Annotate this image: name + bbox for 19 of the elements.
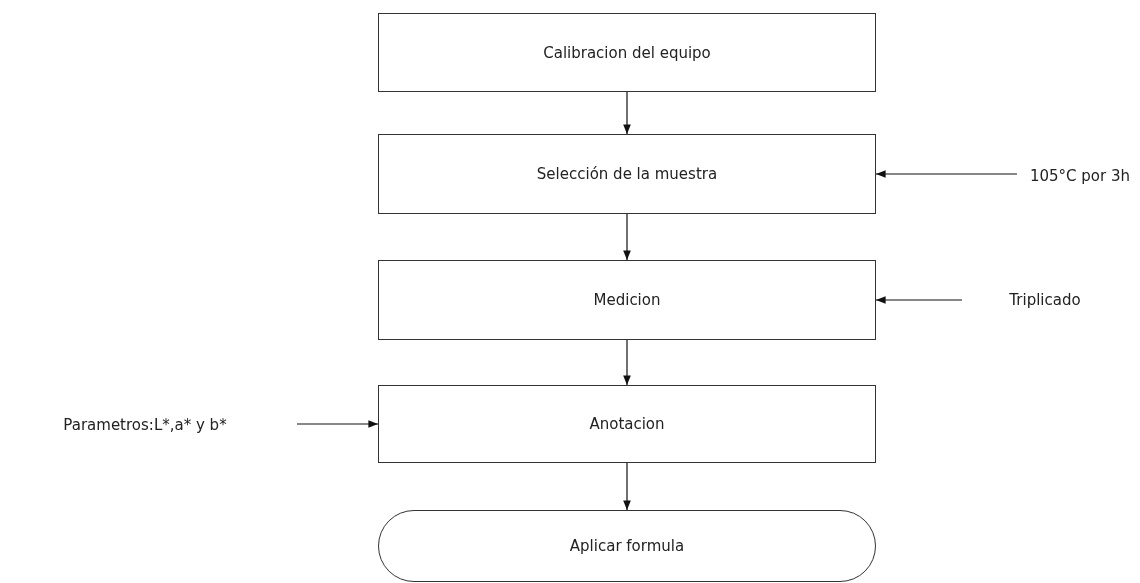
step-label: Medicion — [593, 291, 661, 309]
step-label: Anotacion — [589, 415, 665, 433]
input-label: Parametros:L*,a* y b* — [63, 416, 227, 434]
arrow — [623, 213, 631, 261]
input-label: 105°C por 3h — [1029, 167, 1131, 185]
process-box — [378, 385, 876, 463]
process-box — [378, 260, 876, 340]
process-box — [378, 13, 876, 92]
step-label: Selección de la muestra — [536, 165, 718, 183]
step-label: Calibracion del equipo — [543, 43, 711, 62]
arrow — [875, 170, 1018, 178]
step-label: Aplicar formula — [569, 537, 685, 555]
input-label: Triplicado — [1009, 291, 1081, 309]
process-box — [378, 134, 876, 214]
arrow — [623, 91, 631, 135]
arrow — [875, 296, 963, 304]
arrow — [296, 420, 379, 428]
arrow — [623, 462, 631, 511]
arrow — [623, 339, 631, 386]
